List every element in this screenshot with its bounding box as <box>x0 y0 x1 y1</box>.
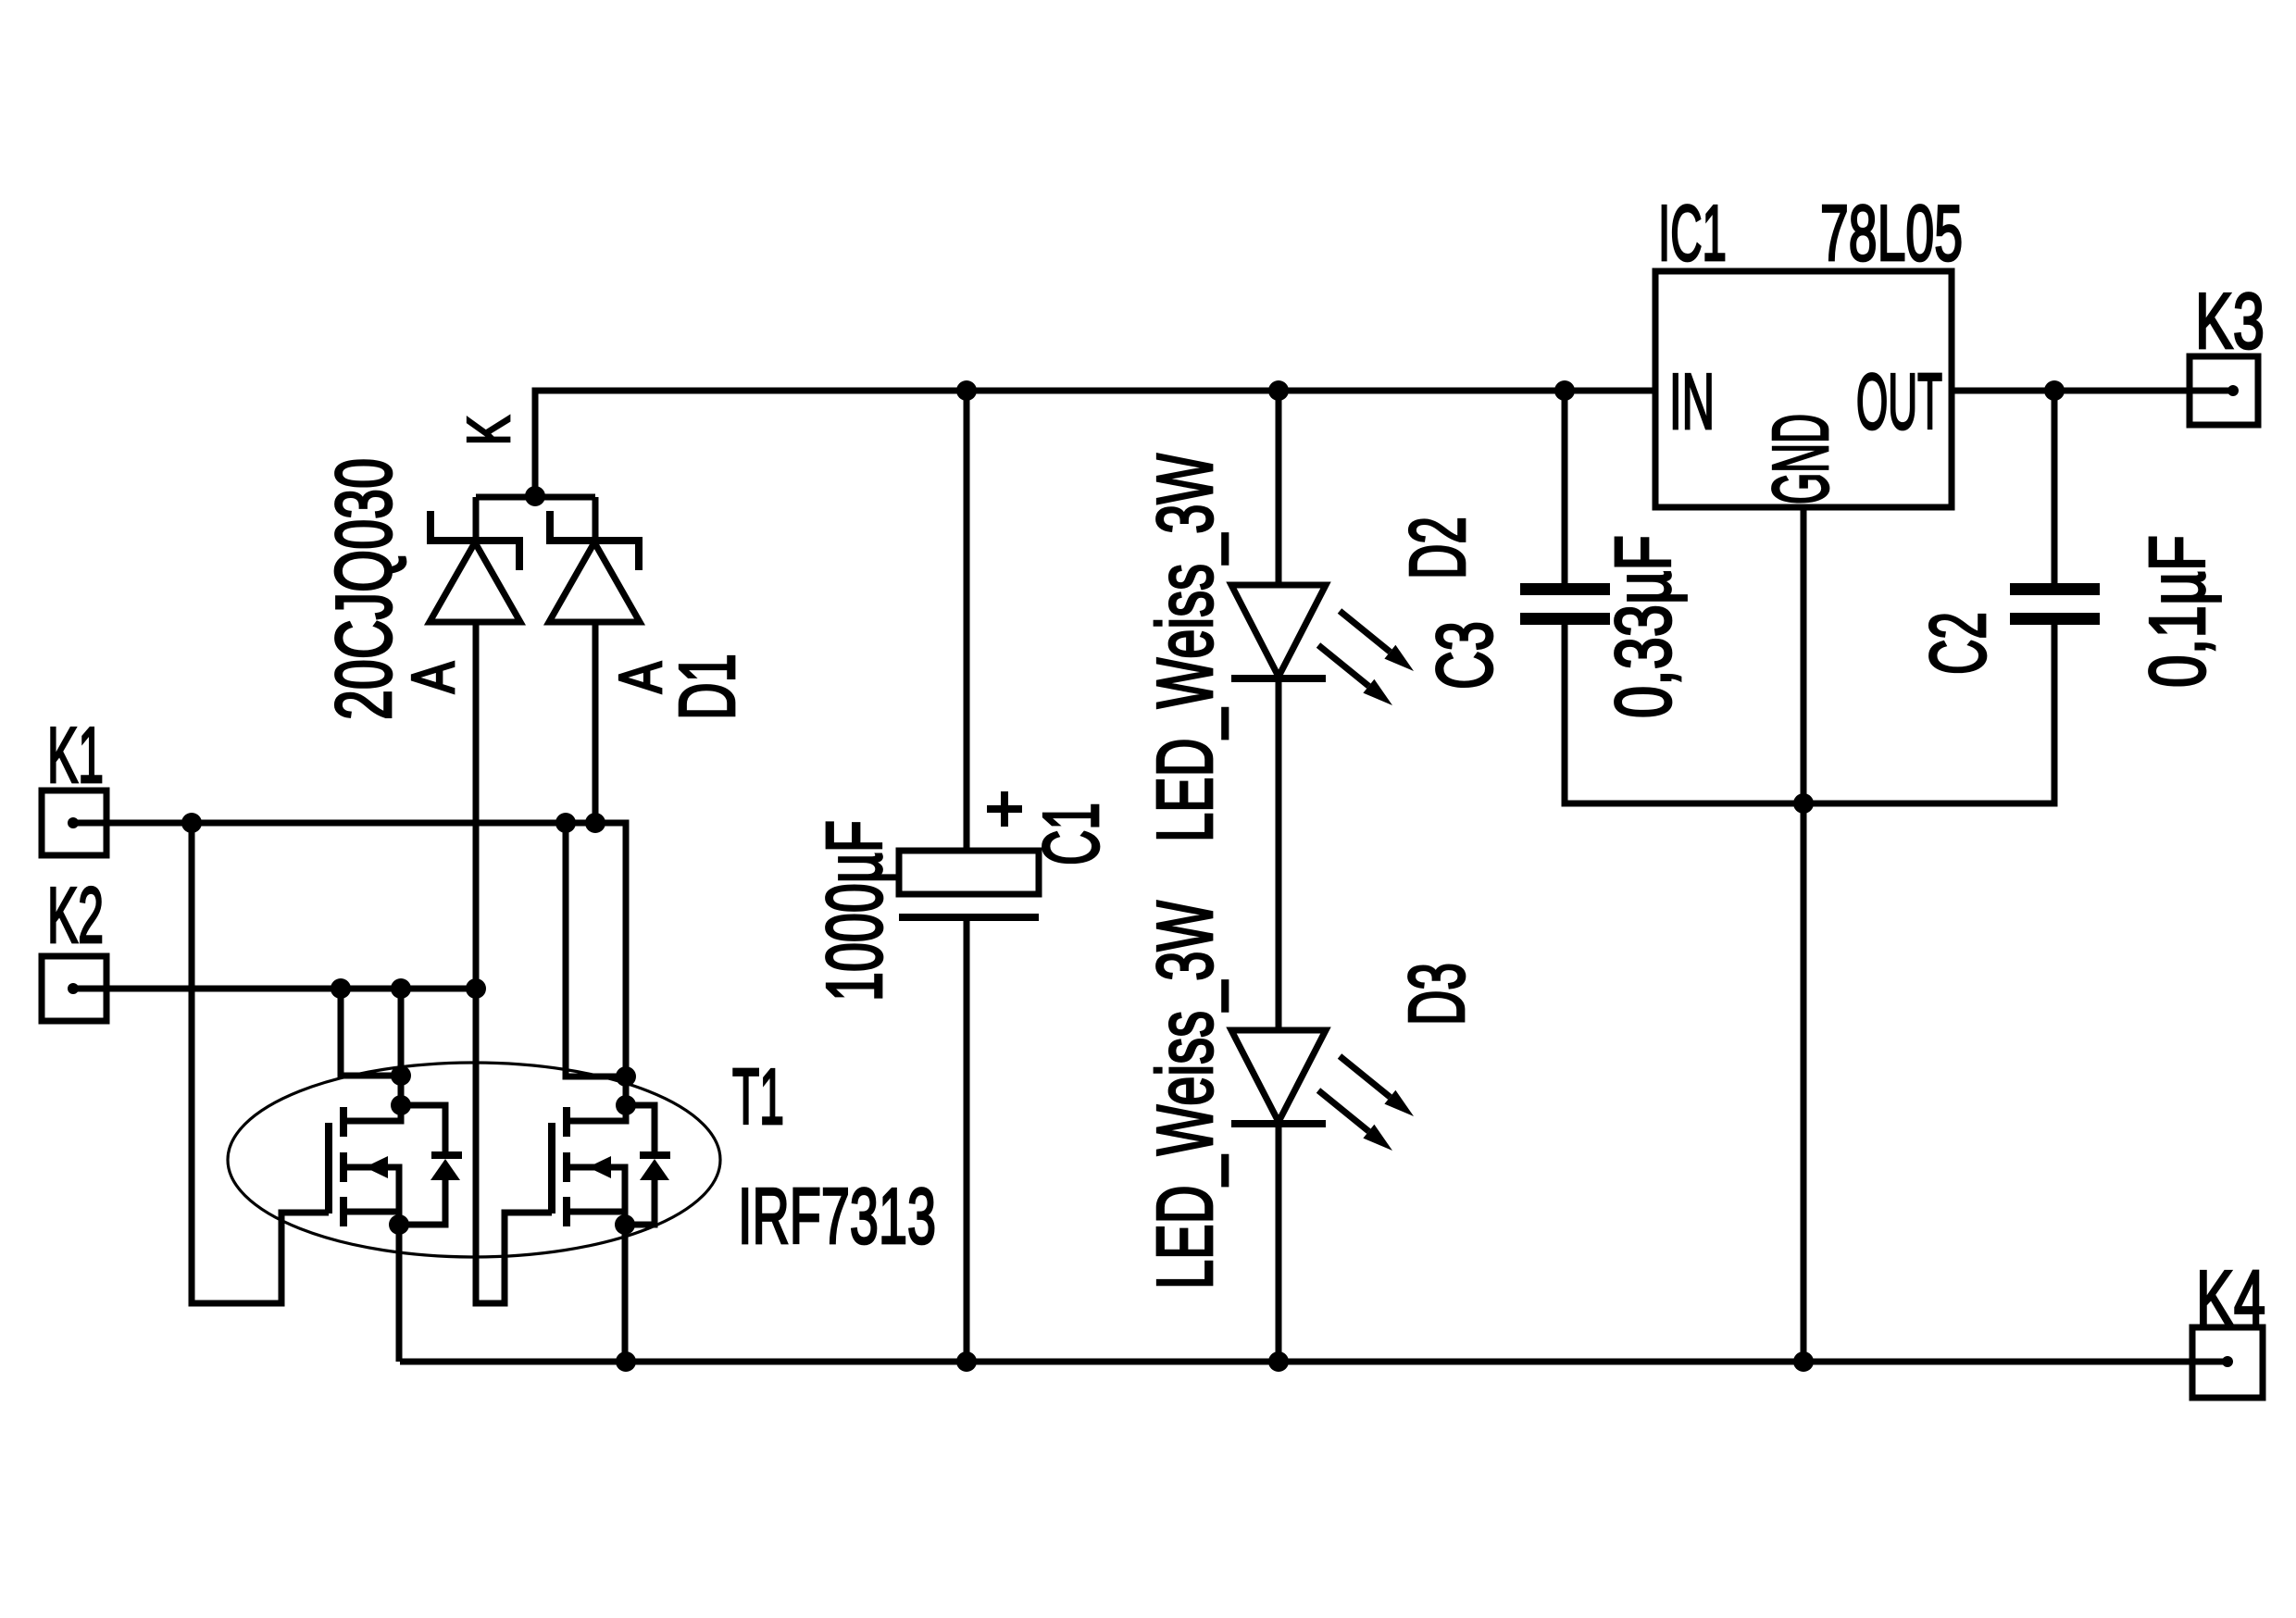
svg-text:A: A <box>606 661 674 693</box>
svg-text:A: A <box>399 661 467 693</box>
svg-text:K3: K3 <box>2195 278 2265 366</box>
svg-text:C3: C3 <box>1421 621 1509 690</box>
svg-text:C1: C1 <box>1028 803 1116 865</box>
svg-text:OUT: OUT <box>1856 358 1942 446</box>
svg-text:T1: T1 <box>732 1053 784 1141</box>
svg-text:IRF7313: IRF7313 <box>738 1173 936 1261</box>
svg-text:K2: K2 <box>47 872 104 960</box>
svg-text:LED_Weiss_3W: LED_Weiss_3W <box>1142 454 1229 842</box>
svg-text:0,33µF: 0,33µF <box>1600 535 1688 718</box>
svg-text:20CJQ030: 20CJQ030 <box>320 458 408 720</box>
svg-text:D2: D2 <box>1394 517 1482 579</box>
svg-text:IC1: IC1 <box>1658 190 1727 278</box>
svg-text:K: K <box>455 416 522 445</box>
svg-text:78L05: 78L05 <box>1820 190 1963 278</box>
svg-text:GND: GND <box>1757 414 1845 504</box>
svg-text:IN: IN <box>1669 358 1715 446</box>
svg-text:LED_Weiss_3W: LED_Weiss_3W <box>1142 901 1229 1289</box>
svg-text:K4: K4 <box>2196 1255 2265 1343</box>
svg-text:D1: D1 <box>664 653 752 720</box>
svg-text:0,1µF: 0,1µF <box>2134 535 2222 688</box>
svg-text:1000µF: 1000µF <box>811 820 899 1002</box>
svg-text:C2: C2 <box>1915 612 2003 675</box>
svg-text:K1: K1 <box>47 712 104 800</box>
svg-text:D3: D3 <box>1393 963 1481 1026</box>
